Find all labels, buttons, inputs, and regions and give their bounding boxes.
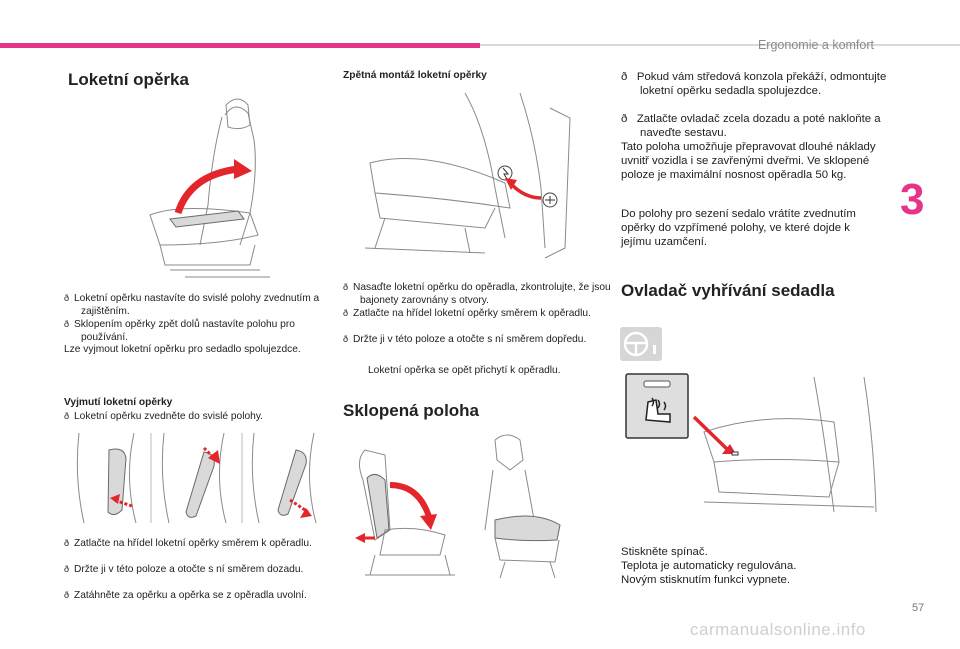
refit-note: Loketní opěrka se opět přichytí k opěrad…	[368, 365, 561, 376]
heat-line-3: Novým stisknutím funkci vypnete.	[621, 574, 791, 586]
watermark: carmanualsonline.info	[690, 620, 866, 639]
refit-step-1: Nasaďte loketní opěrku do opěradla, zkon…	[343, 281, 622, 307]
heat-line-2: Teplota je automaticky regulována.	[621, 560, 797, 572]
header-rule	[480, 44, 960, 46]
seat-armrest-illustration	[149, 98, 270, 278]
chapter-number: 3	[900, 175, 925, 224]
folded-seat-illustration	[355, 434, 561, 579]
heat-title: Ovladač vyhřívání sedadla	[621, 281, 835, 300]
remove-step-3: Zatáhněte za opěrku a opěrka se z opěrad…	[64, 589, 343, 603]
fold-paragraph-1: Tato poloha umožňuje přepravovat dlouhé …	[621, 141, 876, 181]
section-title: Ergonomie a komfort	[757, 38, 874, 52]
fold-paragraph-2: Do polohy pro sezení sedalo vrátíte zved…	[621, 208, 856, 248]
remove-bullet: Loketní opěrku zvedněte do svislé polohy…	[64, 410, 343, 424]
armrest-note: Lze vyjmout loketní opěrku pro sedadlo s…	[64, 344, 301, 355]
heat-line-1: Stiskněte spínač.	[621, 546, 708, 558]
armrest-removal-illustration	[76, 432, 317, 524]
steering-wheel-icon	[620, 327, 662, 361]
refit-step-2: Zatlačte na hřídel loketní opěrky směrem…	[343, 307, 622, 321]
armrest-bullet-2: Sklopením opěrky zpět dolů nastavíte pol…	[64, 318, 343, 344]
refit-step-3: Držte ji v této poloze a otočte s ní smě…	[343, 333, 622, 347]
fold-title: Sklopená poloha	[343, 401, 480, 420]
header-accent-bar	[0, 43, 480, 48]
armrest-refit-illustration	[364, 92, 571, 259]
page-number: 57	[912, 602, 925, 614]
armrest-bullet-1: Loketní opěrku nastavíte do svislé poloh…	[64, 292, 343, 318]
fold-bullet-2: Zatlačte ovladač zcela dozadu a poté nak…	[621, 112, 900, 140]
remove-title: Vyjmutí loketní opěrky	[64, 397, 173, 408]
remove-step-1: Zatlačte na hřídel loketní opěrky směrem…	[64, 537, 343, 551]
seat-heater-illustration	[625, 373, 877, 513]
refit-title: Zpětná montáž loketní opěrky	[343, 70, 487, 81]
remove-step-2: Držte ji v této poloze a otočte s ní smě…	[64, 563, 343, 577]
fold-bullet-1: Pokud vám středová konzola překáží, odmo…	[621, 70, 900, 98]
armrest-title: Loketní opěrka	[68, 70, 189, 89]
